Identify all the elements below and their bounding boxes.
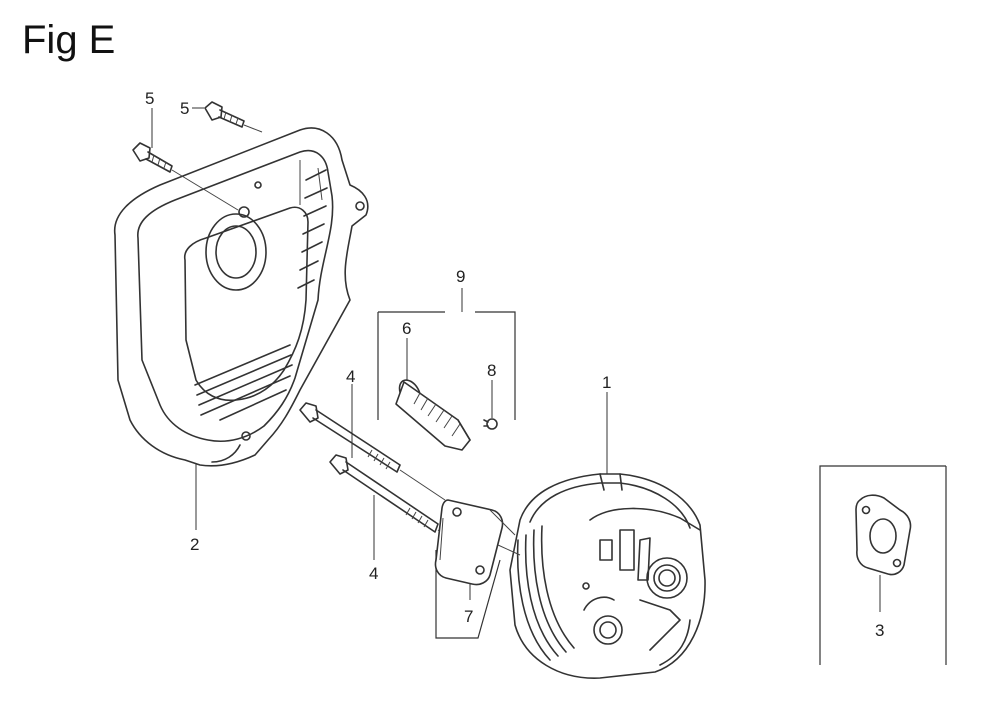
callout-gasket: 3 [875,621,884,640]
muffler-gasket-drawing [855,494,912,576]
gasket-panel-bracket [819,465,947,665]
bolt-upper-drawing [299,402,446,501]
callout-screw-right: 5 [180,99,189,118]
callout-bolt-upper: 4 [346,367,355,386]
muffler-protector-drawing [113,127,369,467]
bolt-lower-drawing [329,454,471,553]
callout-bolt-lower: 4 [369,564,378,583]
screw-right-drawing [204,101,263,133]
arrester-screw-drawing [483,418,498,430]
callout-arrester-screw: 8 [487,361,496,380]
arrester-gasket-drawing [434,499,504,586]
screw-left-drawing [132,142,239,211]
muffler-drawing [489,473,706,679]
figure-title: Fig E [22,18,116,62]
callout-muffler: 1 [602,373,611,392]
callout-arrester-set: 9 [456,267,465,286]
callout-protector: 2 [190,535,199,554]
callout-spark-arrester: 6 [402,319,411,338]
spark-arrester-drawing [395,379,471,451]
arrester-set-bracket-bottom [435,550,501,639]
arrester-set-bracket-top [377,311,516,420]
callout-arrester-gasket: 7 [464,607,473,626]
callout-screw-left: 5 [145,89,154,108]
